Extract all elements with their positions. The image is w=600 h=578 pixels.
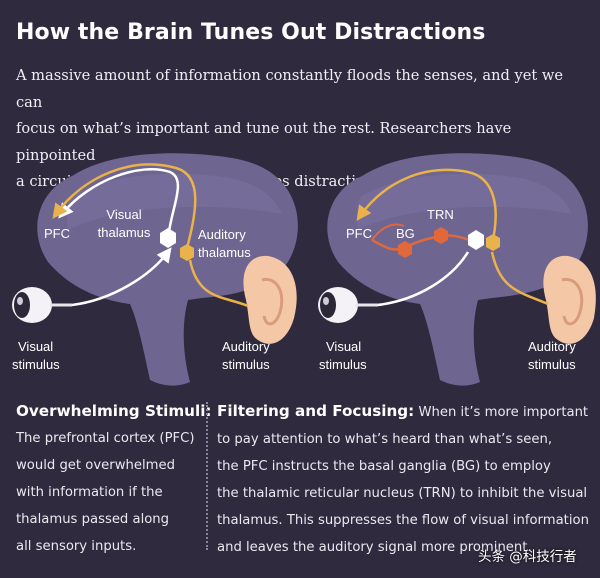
left-pfc-gold-arrow: [52, 163, 197, 253]
right-ear: [543, 255, 596, 344]
filtering-line: to pay attention to what’s heard than wh…: [217, 432, 553, 447]
right-inhibitory-pathway-2: [371, 223, 405, 241]
right-bg-label: BG: [396, 226, 415, 241]
left-ear: [243, 255, 297, 344]
watermark: 头条 @科技行者: [478, 549, 577, 565]
right-brain-diagram: PFC BG TRN Visual stimulus Auditory stim…: [318, 153, 596, 386]
left-auditory-stimulus-label-1: Auditory: [222, 339, 270, 354]
left-auditory-thalamus-label-1: Auditory: [198, 227, 246, 242]
intro-line: A massive amount of information constant…: [16, 67, 564, 111]
right-eye: [318, 287, 378, 323]
right-pfc-gold-arrow: [356, 168, 497, 245]
overwhelming-heading: Overwhelming Stimuli:: [16, 402, 212, 420]
left-visual-thalamus-label-2: thalamus: [98, 225, 151, 240]
page-title: How the Brain Tunes Out Distractions: [16, 20, 486, 45]
right-bg-node: [398, 241, 412, 258]
right-visual-stimulus-label-2: stimulus: [319, 357, 367, 372]
left-eye: [12, 287, 72, 323]
right-auditory-input-path: [490, 251, 549, 306]
right-visual-thalamus-node: [468, 230, 484, 250]
left-visual-stimulus-label-2: stimulus: [12, 357, 60, 372]
overwhelming-line: all sensory inputs.: [16, 539, 137, 554]
overwhelming-line: with information if the: [16, 485, 163, 500]
right-visual-input-arrow: [377, 251, 470, 307]
right-pfc-label: PFC: [346, 226, 372, 241]
right-auditory-stimulus-label-2: stimulus: [528, 357, 576, 372]
left-visual-thalamus-label-1: Visual: [106, 207, 141, 222]
right-auditory-thalamus-node: [486, 234, 500, 251]
filtering-heading: Filtering and Focusing:: [217, 402, 415, 420]
filtering-line: and leaves the auditory signal more prom…: [217, 540, 532, 555]
filtering-line: the thalamic reticular nucleus (TRN) to …: [217, 486, 588, 501]
left-visual-input-arrow: [71, 247, 172, 307]
right-visual-stimulus-label-1: Visual: [326, 339, 361, 354]
filtering-line: the PFC instructs the basal ganglia (BG)…: [217, 459, 551, 474]
left-pfc-label: PFC: [44, 226, 70, 241]
right-trn-label: TRN: [427, 207, 454, 222]
filtering-line: thalamus. This suppresses the flow of vi…: [217, 513, 589, 528]
column-divider: [206, 402, 208, 550]
left-visual-stimulus-label-1: Visual: [18, 339, 53, 354]
left-pfc-arrow: [58, 168, 180, 241]
filtering-first-line-rest: When it’s more important: [414, 405, 589, 420]
overwhelming-text: The prefrontal cortex (PFC) would get ov…: [16, 425, 194, 560]
left-auditory-thalamus-label-2: thalamus: [198, 245, 251, 260]
right-trn-node: [434, 227, 448, 244]
left-auditory-stimulus-label-2: stimulus: [222, 357, 270, 372]
filtering-first-line: Filtering and Focusing: When it’s more i…: [217, 398, 589, 426]
right-auditory-stimulus-label-1: Auditory: [528, 339, 576, 354]
overwhelming-line: thalamus passed along: [16, 512, 170, 527]
intro-line: focus on what’s important and tune out t…: [16, 120, 512, 164]
left-auditory-thalamus-node: [180, 244, 194, 261]
right-inhibitory-pathway: [371, 234, 471, 251]
left-auditory-input-path: [188, 259, 249, 308]
left-visual-thalamus-node: [160, 228, 176, 248]
overwhelming-line: would get overwhelmed: [16, 458, 175, 473]
right-brain-highlight: [356, 173, 572, 230]
overwhelming-line: The prefrontal cortex (PFC): [16, 431, 195, 446]
filtering-text: Filtering and Focusing: When it’s more i…: [217, 398, 589, 561]
left-brain-diagram: PFC Visual thalamus Auditory thalamus Vi…: [12, 153, 298, 386]
